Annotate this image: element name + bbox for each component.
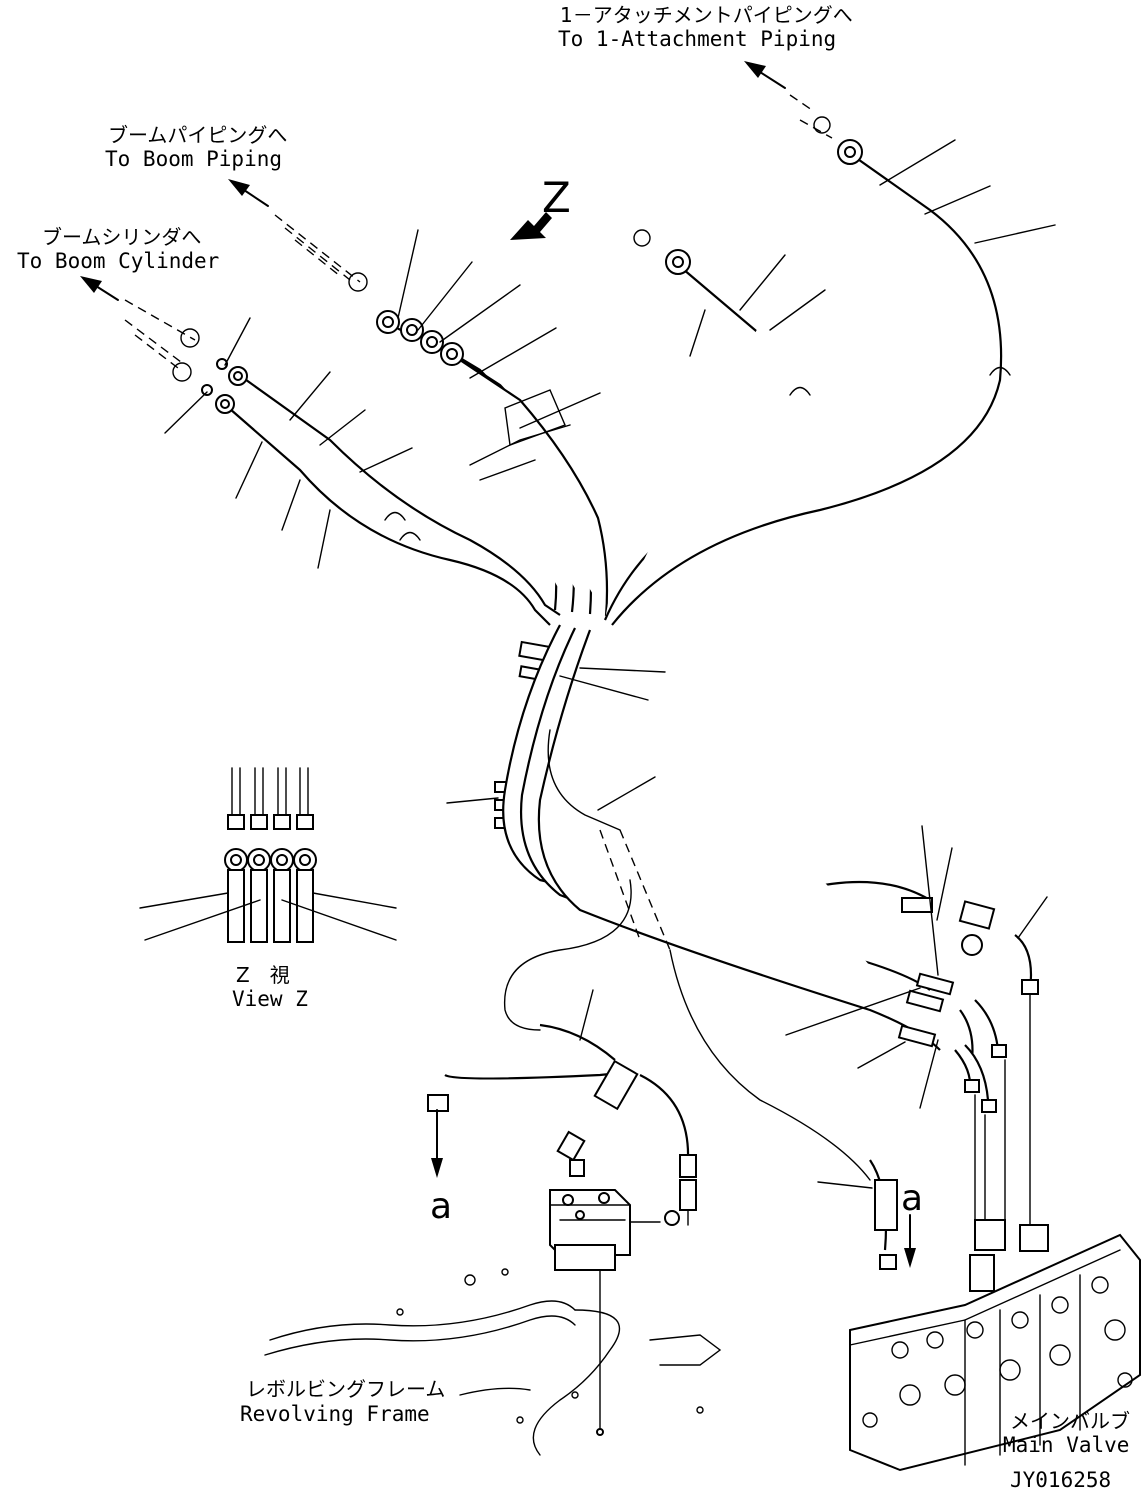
label-revolving-frame-jp: レボルビングフレーム (246, 1377, 445, 1401)
hose-end-fittings (172, 116, 863, 414)
arrow-to-attachment (744, 61, 833, 139)
arrow-to-boom-piping (228, 179, 361, 283)
arrow-to-boom-cylinder (80, 276, 196, 369)
lower-hoses (502, 624, 941, 1181)
label-connector-a-right: a (901, 1178, 923, 1219)
label-revolving-frame-en: Revolving Frame (240, 1402, 430, 1426)
attachment-hose-right (611, 149, 1003, 626)
view-z-arrow (510, 212, 552, 240)
pilot-valve-block (549, 1130, 661, 1436)
label-boom-piping-en: To Boom Piping (105, 147, 282, 171)
hose-bundle (221, 149, 1011, 626)
right-fittings (897, 897, 1039, 1236)
text-labels: 1－アタッチメントパイピングへ To 1-Attachment Piping ブ… (17, 3, 1130, 1491)
label-view-z-en: View Z (232, 987, 308, 1011)
leader-lines (164, 139, 1056, 1189)
label-view-z-jp: Z 視 (236, 963, 290, 987)
label-view-marker: Z (542, 173, 571, 222)
label-main-valve-jp: メインバルブ (1010, 1409, 1130, 1433)
label-boom-cylinder-jp: ブームシリンダへ (42, 225, 201, 249)
label-attachment-en: To 1-Attachment Piping (558, 27, 836, 51)
connector-arrows (431, 1109, 916, 1268)
boom-cylinder-hose-upper (234, 371, 561, 616)
label-connector-a-left: a (430, 1186, 452, 1227)
label-boom-piping-jp: ブームパイピングへ (108, 123, 287, 147)
label-attachment-jp: 1－アタッチメントパイピングへ (560, 3, 853, 27)
revolving-frame-outline (264, 1268, 722, 1456)
boom-cylinder-hose-lower (221, 401, 551, 626)
label-boom-cylinder-en: To Boom Cylinder (17, 249, 219, 273)
label-drawing-number: JY016258 (1010, 1468, 1111, 1491)
lower-left-assembly (427, 1023, 697, 1226)
main-valve-body (849, 1159, 1141, 1472)
direction-arrows (80, 61, 833, 369)
label-main-valve-en: Main Valve (1003, 1433, 1129, 1457)
view-z-detail (139, 767, 397, 943)
